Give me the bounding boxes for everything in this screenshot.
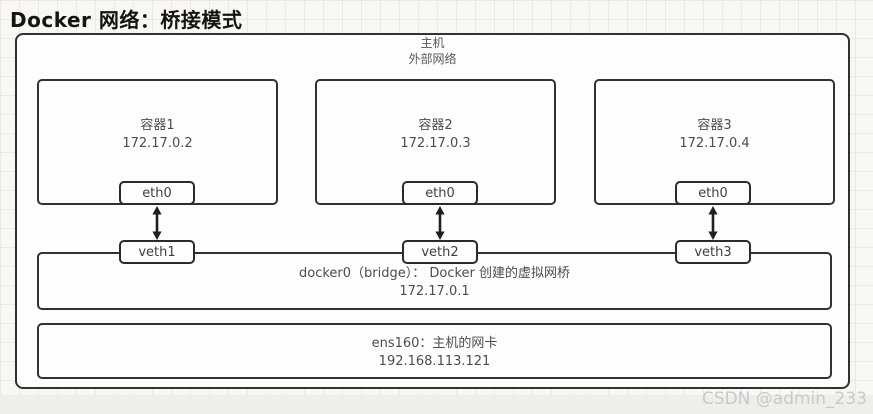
csdn-watermark: CSDN @admin_233 [701, 389, 867, 409]
nic-label: ens160：主机的网卡 [371, 336, 498, 351]
arrow-eth0-veth2 [435, 206, 445, 240]
bottom-strip [0, 395, 873, 414]
arrow-eth0-veth3 [708, 206, 718, 240]
bridge-ip: 172.17.0.1 [399, 284, 470, 299]
page-title: Docker 网络：桥接模式 [10, 8, 243, 32]
container-2-ip: 172.17.0.3 [400, 136, 471, 151]
nic-ip: 192.168.113.121 [378, 354, 491, 369]
container-1-eth0-port: eth0 [119, 181, 195, 205]
host-label: 主机 [420, 36, 445, 50]
ens160-nic-box: ens160：主机的网卡 192.168.113.121 [37, 323, 832, 379]
arrow-eth0-veth1 [152, 206, 162, 240]
bridge-label: docker0（bridge）： Docker 创建的虚拟网桥 [298, 266, 571, 281]
external-network-label: 外部网络 [408, 52, 457, 66]
container-3-ip: 172.17.0.4 [679, 136, 750, 151]
container-1-ip: 172.17.0.2 [122, 136, 193, 151]
container-1-name: 容器1 [140, 118, 175, 133]
container-2-eth0-port: eth0 [402, 181, 478, 205]
veth1-port: veth1 [119, 240, 195, 264]
veth3-port: veth3 [675, 240, 751, 264]
container-3-eth0-port: eth0 [675, 181, 751, 205]
veth2-port: veth2 [402, 240, 478, 264]
container-3-name: 容器3 [697, 118, 732, 133]
container-2-name: 容器2 [418, 118, 453, 133]
